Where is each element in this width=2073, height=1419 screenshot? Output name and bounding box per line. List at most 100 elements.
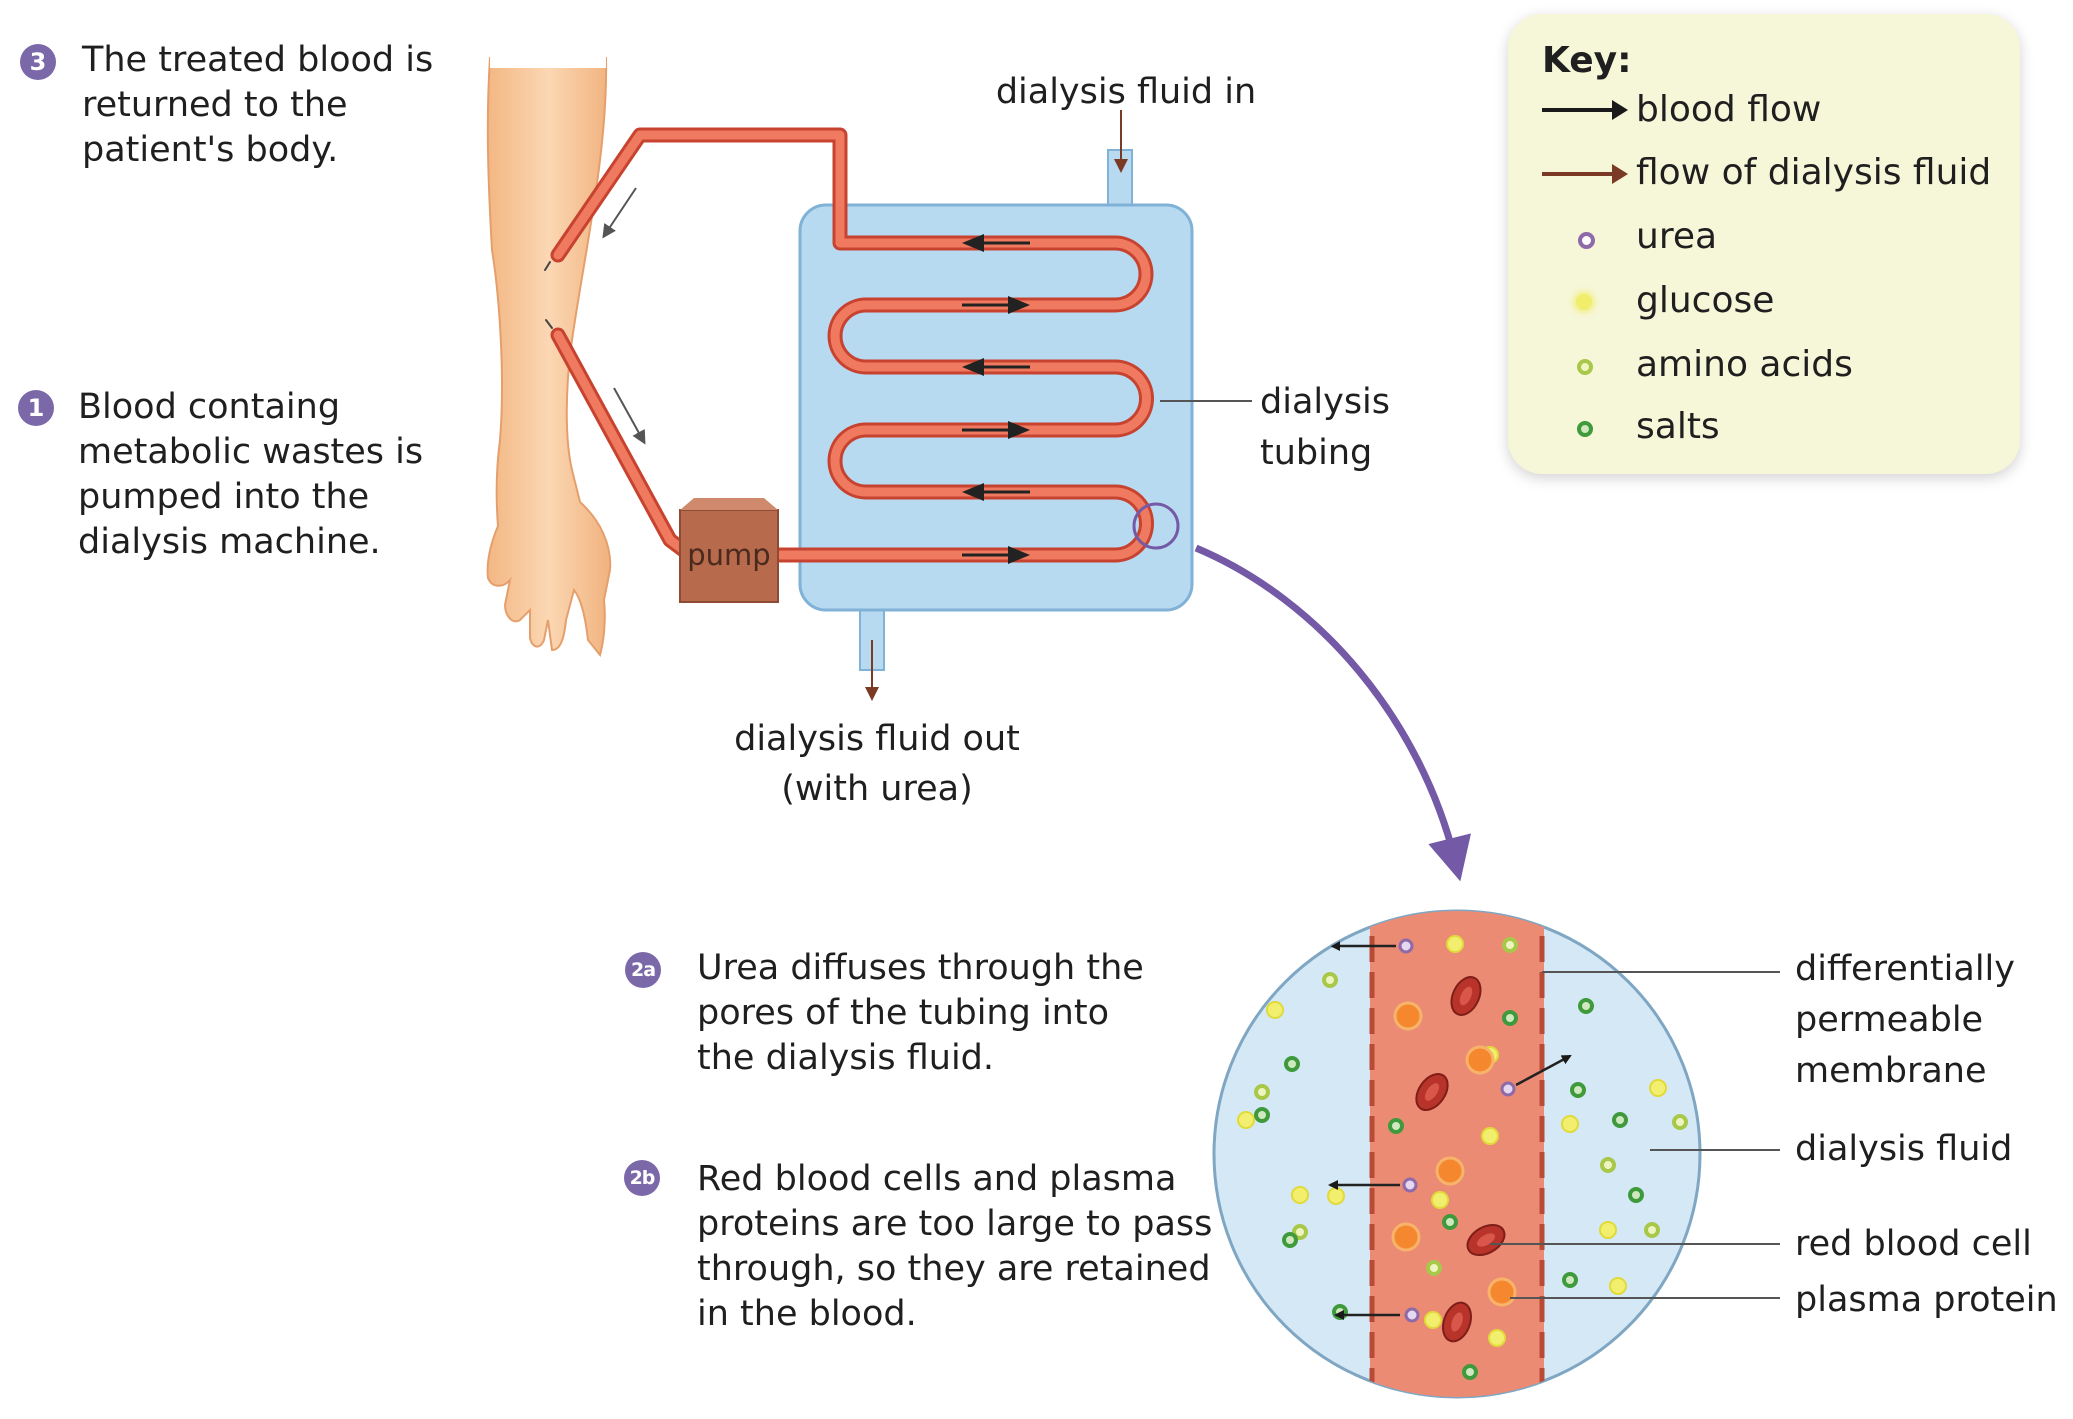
- step-3-line-1: The treated blood is: [82, 40, 434, 80]
- step-1-line-3: pumped into the: [78, 477, 370, 517]
- zoom-marker: [1132, 502, 1180, 550]
- key-title: Key:: [1542, 40, 1632, 81]
- step-1-line-2: metabolic wastes is: [78, 432, 424, 472]
- key-label-salts: salts: [1636, 406, 1720, 447]
- amino-acid-particle: [1254, 1084, 1270, 1100]
- plasma-protein: [1391, 1222, 1421, 1252]
- key-label-amino-acids: amino acids: [1636, 344, 1853, 385]
- step-3-badge: 3: [20, 44, 56, 80]
- glucose-particle: [1424, 1311, 1442, 1329]
- amino-acid-particle: [1292, 1224, 1308, 1240]
- tubing-label-1: dialysis: [1260, 382, 1390, 422]
- step-2b-badge: 2b: [624, 1160, 660, 1196]
- red-blood-cell-center: [1476, 1233, 1496, 1247]
- fluid-in-label: dialysis fluid in: [996, 72, 1256, 112]
- red-blood-cell-center: [1459, 986, 1473, 1006]
- glucose-particle: [1599, 1221, 1617, 1239]
- zoom-arrow: [1194, 544, 1471, 882]
- glucose-particle: [1649, 1079, 1667, 1097]
- key-label-urea: urea: [1636, 216, 1718, 257]
- step-1-line-1: Blood containg: [78, 387, 341, 427]
- salt-particle: [1562, 1272, 1578, 1288]
- salt-particle: [1612, 1112, 1628, 1128]
- plasma-protein: [1435, 1156, 1465, 1186]
- tubing-label-2: tubing: [1260, 433, 1372, 473]
- salt-particle: [1578, 998, 1594, 1014]
- glucose-particle: [1446, 935, 1464, 953]
- fluid-out-label-2: (with urea): [781, 769, 972, 809]
- glucose-particle: [1266, 1001, 1284, 1019]
- amino-acid-particle: [1426, 1260, 1442, 1276]
- step-2b-line-3: through, so they are retained: [697, 1249, 1211, 1289]
- blood-flow-arrows: [962, 234, 1030, 564]
- key-label-blood-flow: blood flow: [1636, 89, 1822, 130]
- glucose-particle: [1291, 1186, 1309, 1204]
- red-blood-cell-center: [1424, 1083, 1440, 1101]
- step-2a-line-1: Urea diffuses through the: [697, 948, 1144, 988]
- dialysis-tank: [798, 149, 1194, 671]
- salt-particle: [1282, 1232, 1298, 1248]
- step-2a-badge: 2a: [625, 952, 661, 988]
- urea-particle: [1402, 1177, 1418, 1193]
- step-2a-line-3: the dialysis fluid.: [697, 1038, 995, 1078]
- glucose-particle: [1609, 1277, 1627, 1295]
- urea-particle: [1500, 1081, 1516, 1097]
- urea-particle: [1398, 938, 1414, 954]
- step-2b-line-1: Red blood cells and plasma: [697, 1159, 1177, 1199]
- amino-acid-particle: [1600, 1157, 1616, 1173]
- membrane-label-3: membrane: [1795, 1051, 1987, 1091]
- glucose-particle: [1561, 1115, 1579, 1133]
- magnified-view: [1212, 909, 1702, 1399]
- step-2b-line-4: in the blood.: [697, 1294, 917, 1334]
- amino-acids-key-dot: [1577, 359, 1593, 375]
- return-flow-arrow: [602, 187, 637, 239]
- salt-particle: [1254, 1107, 1270, 1123]
- red-blood-cell-label: red blood cell: [1795, 1224, 2032, 1264]
- step-3-line-2: returned to the: [82, 85, 348, 125]
- glucose-particle: [1431, 1191, 1449, 1209]
- amino-acid-particle: [1672, 1114, 1688, 1130]
- salt-particle: [1462, 1364, 1478, 1380]
- fluid-out-label-1: dialysis fluid out: [734, 719, 1020, 759]
- pump-label: pump: [687, 538, 770, 572]
- urea-key-dot: [1578, 232, 1595, 249]
- key-label-glucose: glucose: [1636, 280, 1775, 321]
- amino-acid-particle: [1644, 1222, 1660, 1238]
- glucose-particle: [1488, 1329, 1506, 1347]
- amino-acid-particle: [1322, 972, 1338, 988]
- outflow-arrow: [613, 387, 646, 445]
- salt-particle: [1628, 1187, 1644, 1203]
- dialysis-fluid-key-arrow: [1542, 164, 1628, 184]
- salt-particle: [1284, 1056, 1300, 1072]
- glucose-particle: [1327, 1187, 1345, 1205]
- salt-particle: [1570, 1082, 1586, 1098]
- plasma-protein: [1393, 1001, 1423, 1031]
- urea-diffusion-arrow: [1515, 1054, 1572, 1087]
- glucose-particle: [1237, 1111, 1255, 1129]
- red-blood-cell-center: [1451, 1312, 1463, 1332]
- salt-particle: [1442, 1214, 1458, 1230]
- step-3-line-3: patient's body.: [82, 130, 339, 170]
- step-1-badge: 1: [18, 390, 54, 426]
- step-1-line-4: dialysis machine.: [78, 522, 381, 562]
- plasma-protein: [1465, 1045, 1495, 1075]
- salt-particle: [1502, 1010, 1518, 1026]
- dialysis-fluid-label: dialysis fluid: [1795, 1129, 2012, 1169]
- blood-flow-key-arrow: [1542, 100, 1628, 120]
- membrane-label-1: differentially: [1795, 949, 2015, 989]
- patient-arm: [486, 48, 612, 658]
- plasma-protein: [1487, 1277, 1517, 1307]
- step-2b-line-2: proteins are too large to pass: [697, 1204, 1213, 1244]
- membrane-label-2: permeable: [1795, 1000, 1983, 1040]
- amino-acid-particle: [1502, 937, 1518, 953]
- key-label-dialysis-fluid: flow of dialysis fluid: [1636, 152, 1992, 193]
- plasma-protein-label: plasma protein: [1795, 1280, 2058, 1320]
- salts-key-dot: [1577, 421, 1593, 437]
- glucose-particle: [1481, 1127, 1499, 1145]
- step-2a-line-2: pores of the tubing into: [697, 993, 1109, 1033]
- pump: pump: [679, 498, 779, 603]
- salt-particle: [1388, 1118, 1404, 1134]
- urea-particle: [1404, 1307, 1420, 1323]
- glucose-key-dot: [1576, 294, 1592, 310]
